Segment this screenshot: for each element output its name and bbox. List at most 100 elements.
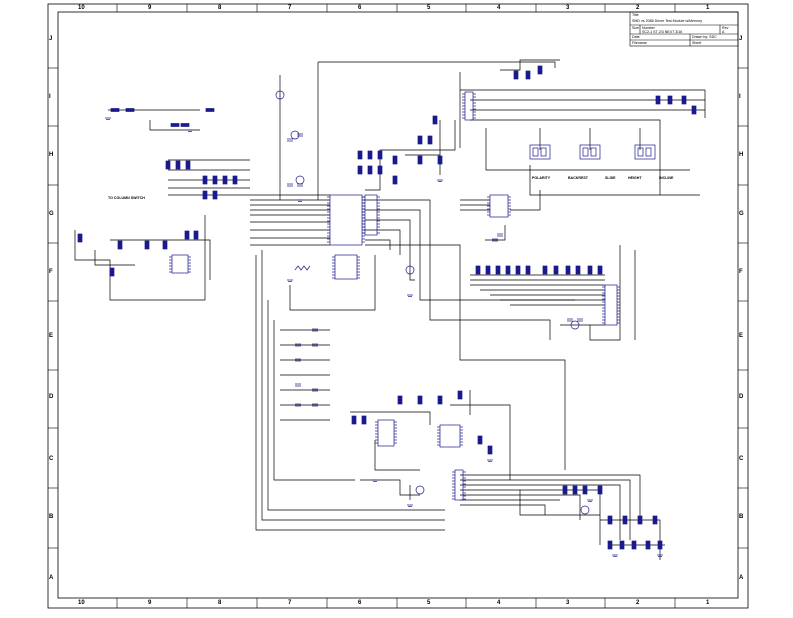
resistor xyxy=(170,123,180,127)
resistor xyxy=(607,540,613,550)
resistor xyxy=(587,265,593,275)
wire xyxy=(460,484,621,540)
resistor xyxy=(597,265,603,275)
resistor xyxy=(597,485,603,495)
resistor xyxy=(513,70,519,80)
relay xyxy=(579,144,601,160)
relay xyxy=(529,144,551,160)
resistor xyxy=(361,415,367,425)
zone-label: 9 xyxy=(148,5,152,11)
wire xyxy=(500,59,560,71)
title-value: SMD vs 2086 Driver Test Module w/Memory xyxy=(632,19,703,23)
wire xyxy=(460,504,546,515)
resistor xyxy=(681,95,687,105)
zone-label: C xyxy=(739,456,744,462)
zone-label: H xyxy=(739,152,744,158)
rev-value: A xyxy=(722,30,725,34)
resistor xyxy=(607,515,613,525)
wire xyxy=(450,404,511,480)
wire xyxy=(318,61,556,68)
resistor xyxy=(180,123,190,127)
resistor xyxy=(657,540,663,550)
resistor xyxy=(619,540,625,550)
wire xyxy=(485,128,690,171)
zone-label: 4 xyxy=(497,5,501,11)
ic-chip xyxy=(604,284,618,326)
zone-label: A xyxy=(739,575,744,581)
wire xyxy=(289,255,376,311)
resistor xyxy=(572,485,578,495)
resistor xyxy=(357,165,363,175)
component-symbols xyxy=(77,65,697,557)
wire xyxy=(529,165,700,196)
resistor xyxy=(582,485,588,495)
zone-label: 8 xyxy=(218,5,222,11)
zone-label: H xyxy=(49,152,54,158)
zone-label: 6 xyxy=(358,600,362,606)
polarity-label: POLARITY xyxy=(532,176,551,180)
resistor xyxy=(691,105,697,115)
ic-chip xyxy=(334,254,358,280)
rev-label: Rev xyxy=(722,26,729,30)
zone-label: 1 xyxy=(706,5,710,11)
resistor xyxy=(505,265,511,275)
resistor xyxy=(162,240,168,250)
transistor xyxy=(405,265,415,275)
inner-border xyxy=(57,11,739,599)
inductor xyxy=(294,265,311,271)
wire xyxy=(365,120,456,191)
resistor xyxy=(377,165,383,175)
resistor xyxy=(212,190,218,200)
incline-label: INCLINE xyxy=(659,176,674,180)
zone-label: J xyxy=(49,36,53,42)
wire xyxy=(365,239,391,250)
zone-label: E xyxy=(739,333,744,339)
zone-label: 7 xyxy=(288,5,292,11)
filename-label: Filename xyxy=(632,41,647,45)
relay-coil xyxy=(582,147,589,157)
transistor xyxy=(580,505,590,515)
resistor xyxy=(109,267,115,277)
resistor xyxy=(667,95,673,105)
title-label: Title xyxy=(632,13,639,17)
resistor xyxy=(477,435,483,445)
resistor xyxy=(110,108,120,112)
wire xyxy=(589,245,621,341)
zone-label: B xyxy=(49,514,54,520)
resistor xyxy=(392,175,398,185)
number-value: SC2-1 ST 2/3 NEXT 3/16 xyxy=(642,30,683,34)
wire xyxy=(460,89,706,118)
wire xyxy=(255,255,445,531)
resistor xyxy=(351,415,357,425)
relay-coil xyxy=(590,147,597,157)
transistor xyxy=(570,320,580,330)
resistor xyxy=(645,540,651,550)
resistor xyxy=(193,230,199,240)
ic-chip xyxy=(377,419,395,447)
transistor xyxy=(295,175,305,185)
backrest-label: BACKREST xyxy=(568,176,588,180)
height-label: HEIGHT xyxy=(628,176,642,180)
resistor xyxy=(525,265,531,275)
relay-coil xyxy=(540,147,547,157)
wire xyxy=(360,479,420,496)
resistor xyxy=(427,135,433,145)
zone-label: 10 xyxy=(78,5,85,11)
resistor xyxy=(437,395,443,405)
resistor xyxy=(357,150,363,160)
resistor xyxy=(367,150,373,160)
ic-chip xyxy=(439,424,461,448)
wire xyxy=(74,230,205,301)
zone-label: 5 xyxy=(427,5,431,11)
ic-chip xyxy=(464,91,474,121)
wire xyxy=(110,239,211,280)
relay-coil xyxy=(637,147,644,157)
resistor xyxy=(565,265,571,275)
resistor xyxy=(495,265,501,275)
wire xyxy=(460,494,581,520)
resistor xyxy=(392,155,398,165)
resistor xyxy=(622,515,628,525)
resistor xyxy=(575,265,581,275)
zone-label: 7 xyxy=(288,600,292,606)
resistor xyxy=(77,233,83,243)
